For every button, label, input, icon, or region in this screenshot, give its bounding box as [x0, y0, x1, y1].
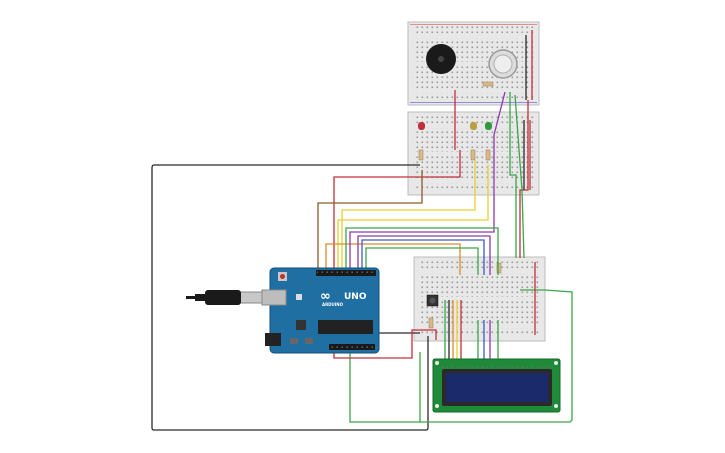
- led-green[interactable]: [485, 122, 492, 130]
- led-red[interactable]: [418, 122, 425, 130]
- arduino-uno-board[interactable]: ∞ UNO ARDUINO: [261, 267, 380, 354]
- resistor[interactable]: [428, 262, 502, 329]
- arduino-logo: ∞: [320, 289, 331, 304]
- arduino-brand-label: ARDUINO: [322, 302, 344, 307]
- usb-cable-icon: [186, 290, 263, 305]
- resistor[interactable]: [418, 149, 491, 161]
- reset-button[interactable]: [278, 272, 287, 281]
- pushbutton-icon[interactable]: [426, 294, 439, 307]
- arduino-model-label: UNO: [344, 292, 367, 302]
- buzzer-icon[interactable]: [426, 44, 456, 74]
- breadboard-lower: [413, 256, 546, 342]
- led-yellow[interactable]: [470, 122, 477, 130]
- lcd-display[interactable]: [432, 358, 561, 413]
- wires: [151, 30, 573, 431]
- ultrasonic-sensor-icon[interactable]: [488, 49, 518, 79]
- resistor[interactable]: [482, 81, 494, 87]
